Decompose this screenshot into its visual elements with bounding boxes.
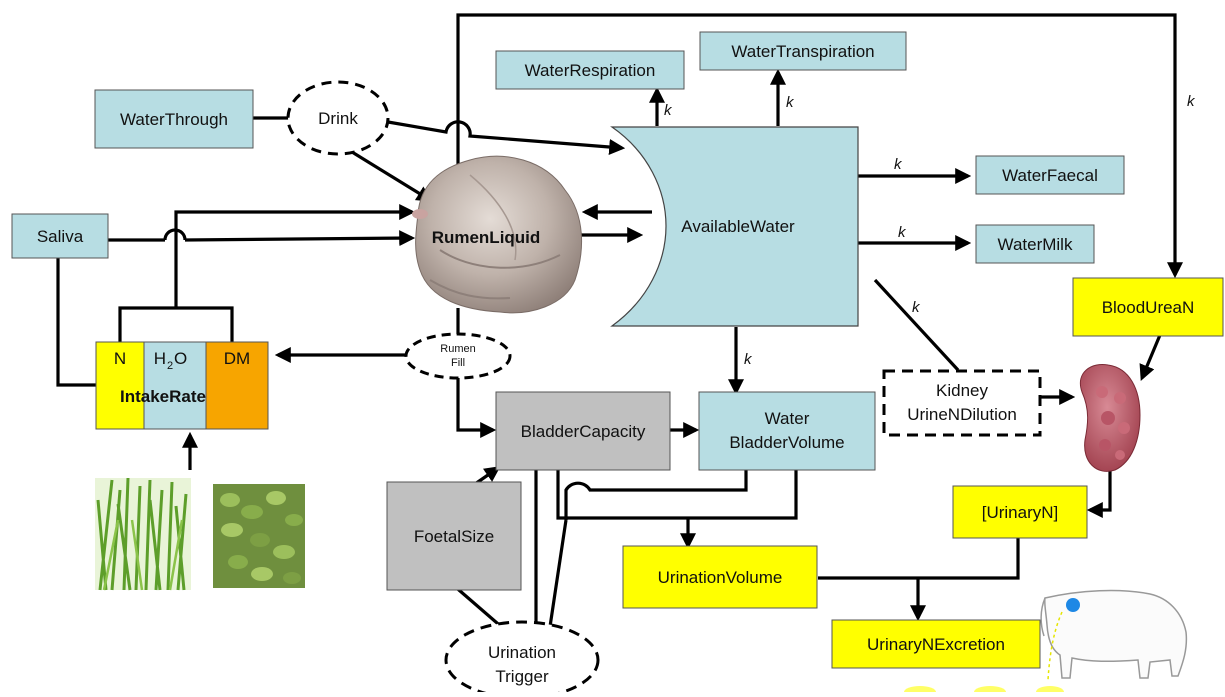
k-milk: k (898, 224, 907, 241)
intake-bracket-line (118, 306, 234, 342)
bladder-capacity-box (495, 391, 671, 471)
urination-trigger-label-2: Trigger (495, 667, 549, 686)
k-bladder: k (744, 351, 753, 368)
water-faecal-label: WaterFaecal (1002, 166, 1098, 185)
water-respiration-label: WaterRespiration (525, 61, 656, 80)
saliva-to-intake-line (56, 258, 96, 387)
water-transpiration-box (699, 31, 907, 71)
grass-image (95, 477, 191, 591)
bloodurea-to-kidneyimg-arrow (1139, 334, 1162, 381)
urination-trigger-ellipse (444, 620, 600, 697)
water-bladder-volume-label-2: BladderVolume (729, 433, 844, 452)
urination-trigger-label-1: Urination (488, 643, 556, 662)
foetal-size-label: FoetalSize (414, 527, 494, 546)
water-through-box (94, 89, 254, 149)
intake-n-cell (95, 341, 145, 430)
rumen-fill-label-1: Rumen (440, 343, 475, 355)
rumen-fill-ellipse (404, 332, 512, 380)
kidneyimg-to-urinaryn-arrow (1086, 470, 1112, 518)
urinary-n-excretion-label: UrinaryNExcretion (867, 635, 1005, 654)
water-faecal-box (975, 155, 1125, 195)
rumen-to-bloodurea-arrow (456, 13, 1183, 279)
drink-to-availablewater-arrow (387, 120, 626, 155)
kidney-organ-image (1079, 363, 1141, 472)
fill-to-bladdercap-arrow (456, 378, 497, 438)
water-bladder-volume-label-1: Water (765, 409, 810, 428)
kidney-label-2: UrineNDilution (907, 405, 1017, 424)
foetal-size-box (386, 481, 522, 591)
water-transpiration-label: WaterTranspiration (731, 42, 874, 61)
kidney-label-1: Kidney (936, 381, 988, 400)
kidney-urine-dilution-box (882, 369, 1042, 437)
urination-volume-box (622, 545, 818, 609)
k-bloodurea: k (1187, 93, 1196, 110)
intake-h2o-end: O (174, 349, 187, 368)
blood-urea-n-label: BloodUreaN (1102, 298, 1195, 317)
blood-urea-n-box (1072, 277, 1224, 337)
urinary-n-excretion-box (831, 619, 1041, 669)
k-transpiration: k (786, 94, 795, 111)
intake-h2o-label: H (154, 349, 166, 368)
intake-n-label: N (114, 349, 126, 368)
saliva-box (11, 213, 109, 259)
k-faecal: k (894, 156, 903, 173)
legume-image (213, 484, 305, 588)
intake-rate-label: IntakeRate (120, 387, 206, 406)
k-respiration: k (664, 102, 673, 119)
intake-dm-cell (205, 341, 269, 430)
rumen-fill-label-2: Fill (451, 357, 465, 369)
rumen-liquid-label: RumenLiquid (432, 228, 541, 247)
drink-ellipse (286, 80, 390, 156)
water-respiration-box (495, 50, 685, 90)
saliva-to-rumen-arrow (184, 230, 416, 247)
drink-to-rumen-arrow (351, 150, 433, 202)
urinaryn-to-excretion-line (918, 538, 1020, 580)
drink-label: Drink (318, 109, 358, 128)
water-bladder-volume-box (698, 391, 876, 471)
intake-rate-group (95, 341, 269, 430)
intake-dm-label: DM (224, 349, 250, 368)
rumen-organ-image (412, 155, 583, 314)
water-milk-box (975, 224, 1095, 264)
bladdercap-to-volume-bracket (556, 470, 798, 520)
volume-to-trigger-line (564, 470, 748, 520)
intake-h2o-cell (143, 341, 207, 430)
urinary-n-box (952, 485, 1088, 539)
water-through-label: WaterThrough (120, 110, 228, 129)
urinary-n-label: [UrinaryN] (982, 503, 1059, 522)
k-kidney: k (912, 299, 921, 316)
to-kidney-line (873, 278, 960, 372)
saliva-label: Saliva (37, 227, 84, 246)
intake-h2o-sub: 2 (167, 360, 173, 372)
available-water-shape (610, 126, 859, 327)
intake-to-rumen-arrow (174, 204, 416, 308)
water-milk-label: WaterMilk (998, 235, 1073, 254)
urination-volume-label: UrinationVolume (658, 568, 783, 587)
bladder-capacity-label: BladderCapacity (521, 422, 646, 441)
volume-to-trigger-arrow (541, 519, 568, 644)
available-water-label: AvailableWater (681, 217, 795, 236)
